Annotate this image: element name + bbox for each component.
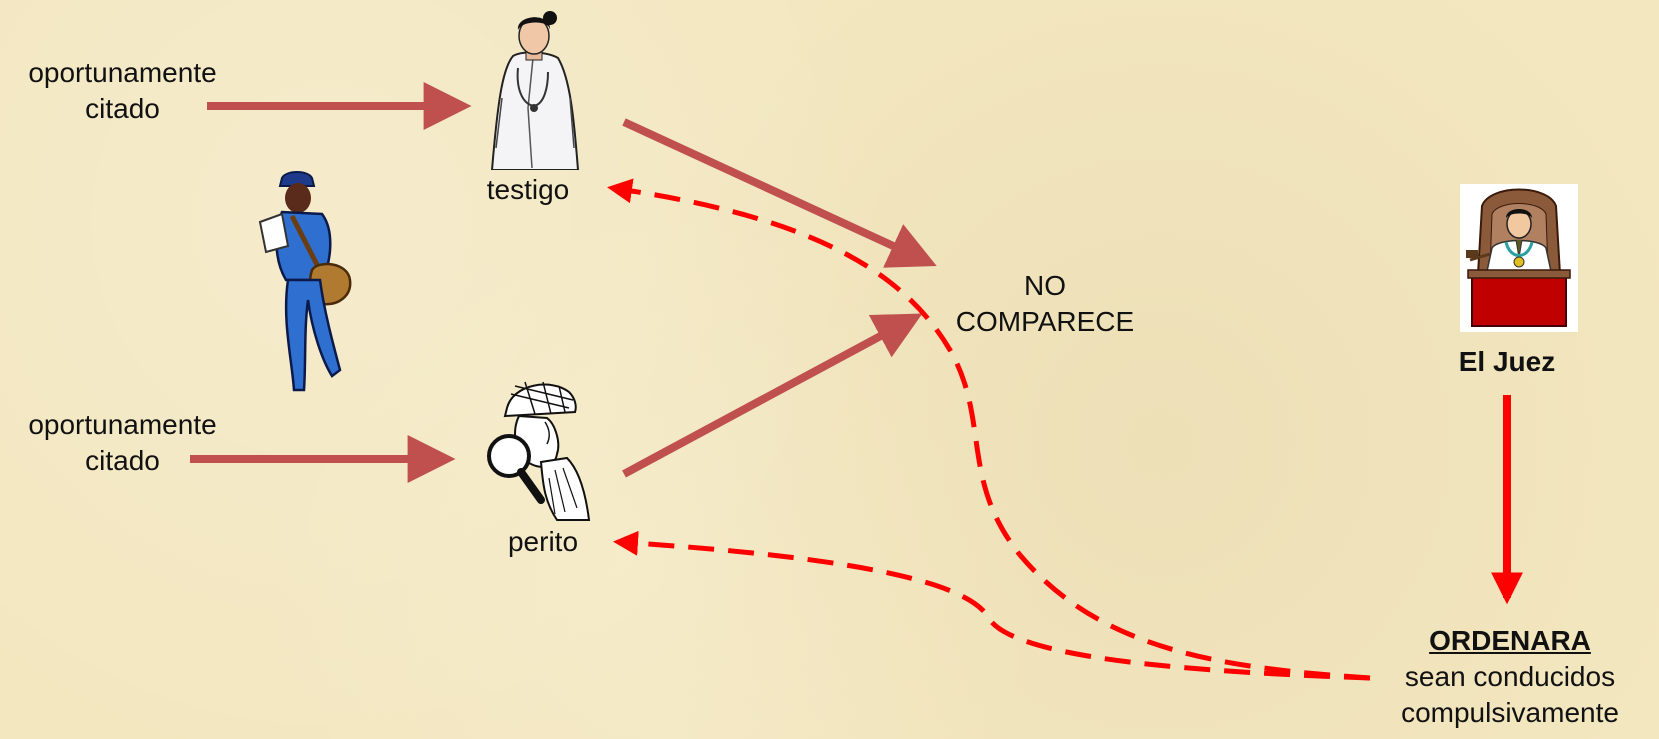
mail-carrier-icon (258, 171, 352, 392)
order-block: ORDENARA sean conducidos compulsivamente (1388, 623, 1632, 731)
testigo-label: testigo (486, 174, 570, 205)
judge-title: El Juez (1458, 346, 1556, 377)
dashed-arrow-order-to-testigo (607, 178, 1371, 681)
no-comparece-line1: NO (1024, 270, 1066, 301)
doctor-icon (490, 11, 580, 170)
cited-label-line2: citado (85, 445, 160, 476)
perito-label: perito (507, 526, 579, 557)
cited-label-line2: citado (85, 93, 160, 124)
dashed-arrow-order-to-perito (613, 530, 1371, 681)
cited-label-line1: oportunamente (28, 57, 217, 88)
arrow-testigo-to-no-comparece (622, 118, 937, 268)
detective-icon (487, 381, 591, 521)
judge-icon (1460, 184, 1578, 332)
cited-label-line1: oportunamente (28, 409, 217, 440)
order-title: ORDENARA (1429, 625, 1591, 656)
no-comparece-line2: COMPARECE (955, 306, 1135, 337)
order-line2: compulsivamente (1401, 697, 1619, 728)
arrow-perito-to-no-comparece (622, 313, 923, 478)
no-comparece-label: NO COMPARECE (930, 268, 1160, 340)
cited-label-perito: oportunamente citado (10, 407, 235, 479)
cited-label-testigo: oportunamente citado (10, 55, 235, 127)
order-line1: sean conducidos (1404, 661, 1616, 692)
